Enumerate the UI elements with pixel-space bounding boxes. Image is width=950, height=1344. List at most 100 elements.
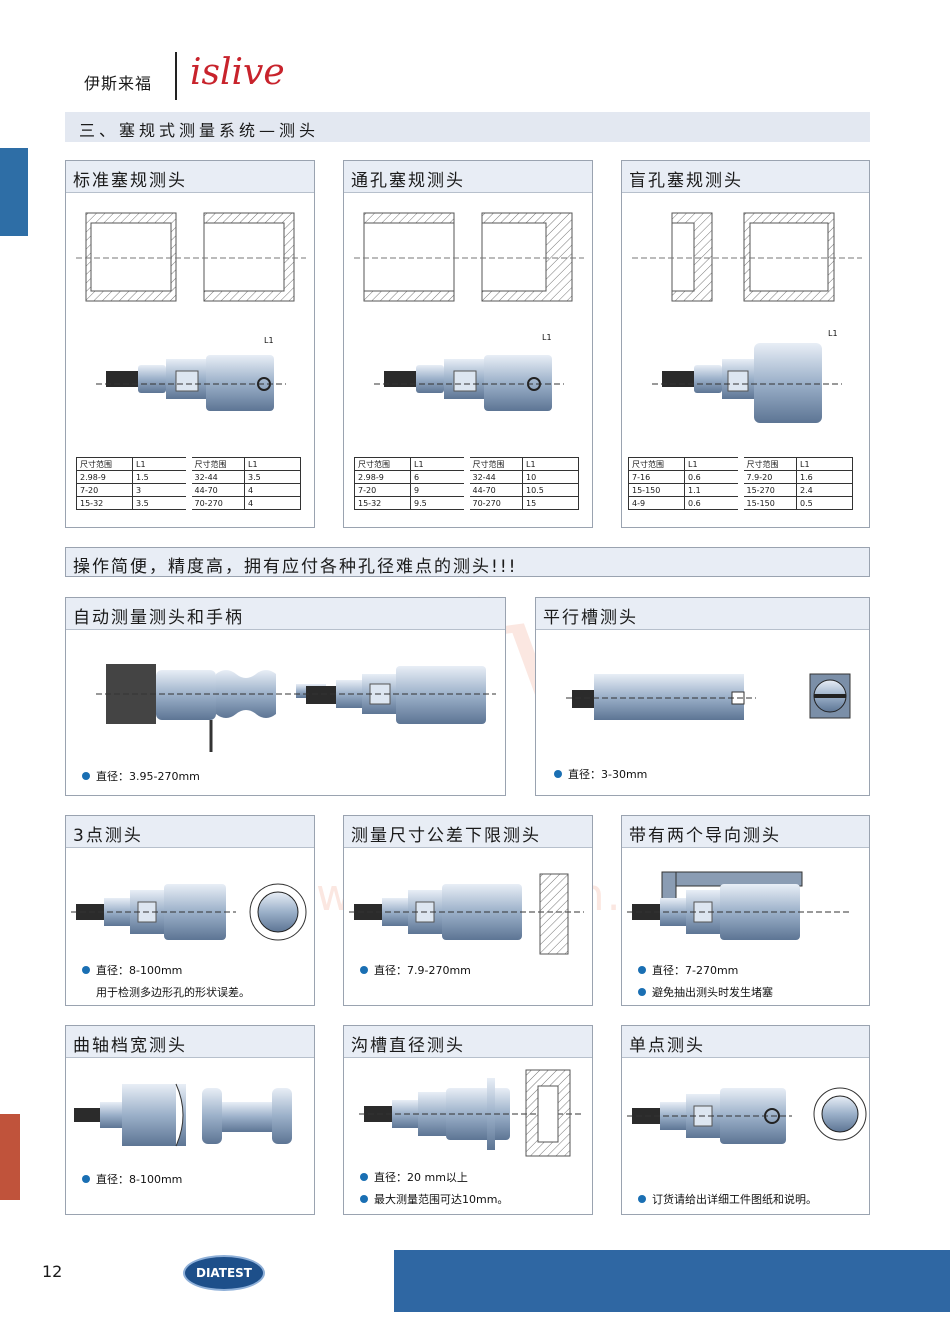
label-L1: L1 [264, 336, 274, 345]
panel-header: 曲轴档宽测头 [66, 1026, 314, 1058]
diameter-note: 直径：7-270mm [638, 962, 738, 978]
range-note: 最大测量范围可达10mm。 [360, 1191, 508, 1207]
panel-title: 测量尺寸公差下限测头 [351, 826, 541, 846]
slogan-bar: 操作简便，精度高，拥有应付各种孔径难点的测头!!! [65, 547, 870, 577]
table-cell: 2.4 [796, 483, 853, 497]
table-cell: 7-20 [354, 483, 411, 497]
note-text: 直径：7.9-270mm [374, 964, 471, 977]
diameter-note: 直径：20 mm以上 [360, 1169, 468, 1185]
panel-title: 平行槽测头 [543, 608, 638, 628]
panel-header: 单点测头 [622, 1026, 869, 1058]
bullet-icon [360, 966, 368, 974]
bullet-icon [554, 770, 562, 778]
through-diagram [354, 212, 584, 411]
note-text: 直径：3.95-270mm [96, 770, 200, 783]
table-cell: 6 [410, 470, 467, 484]
table-cell: 0.5 [796, 496, 853, 510]
table-cell: 0.6 [684, 470, 741, 484]
groove-diagram [359, 1069, 584, 1157]
three-point-diagram [71, 883, 307, 941]
bullet-icon [638, 1195, 646, 1203]
table-cell: L1 [684, 457, 741, 471]
table-cell: 尺寸范围 [185, 457, 245, 471]
panel-slot: 平行槽测头 直径：3-30mm [535, 597, 870, 796]
logo-text: DIATEST [196, 1266, 252, 1280]
table-cell: 9 [410, 483, 467, 497]
table-cell: 15-32 [354, 496, 411, 510]
table-cell: 44-70 [185, 483, 245, 497]
note-text: 直径：20 mm以上 [374, 1171, 468, 1184]
table-cell: 44-70 [463, 483, 523, 497]
table-cell: 15 [522, 496, 579, 510]
diameter-note: 直径：8-100mm [82, 1171, 182, 1187]
note-text: 直径：8-100mm [96, 1173, 183, 1186]
note-text: 最大测量范围可达10mm。 [374, 1193, 509, 1206]
panel-header: 带有两个导向测头 [622, 816, 869, 848]
single-diagram [627, 1087, 867, 1144]
table-cell: 10 [522, 470, 579, 484]
table-cell: 7.9-20 [737, 470, 797, 484]
table-cell: 尺寸范围 [76, 457, 133, 471]
panel-title: 标准塞规测头 [73, 171, 187, 191]
table-cell: 0.6 [684, 496, 741, 510]
auto-diagram [96, 664, 496, 752]
table-cell: 32-44 [463, 470, 523, 484]
side-tab-red [0, 1114, 20, 1200]
table-cell: 7-20 [76, 483, 133, 497]
panel-title: 沟槽直径测头 [351, 1036, 465, 1056]
page-number: 12 [42, 1262, 63, 1281]
panel-header: 3点测头 [66, 816, 314, 848]
section-title-bar: 三、塞规式测量系统—测头 [65, 112, 870, 142]
bullet-icon [82, 1175, 90, 1183]
note-text: 直径：8-100mm [96, 964, 183, 977]
panel-title: 单点测头 [629, 1036, 705, 1056]
table-cell: 4-9 [628, 496, 685, 510]
crank-diagram [74, 1083, 292, 1147]
table-cell: L1 [410, 457, 467, 471]
table-cell: 15-270 [737, 483, 797, 497]
footer-bar [394, 1250, 950, 1312]
panel-title: 自动测量测头和手柄 [73, 608, 244, 628]
table-cell: 3.5 [132, 496, 189, 510]
slot-diagram [566, 673, 851, 720]
standard-diagram [76, 212, 306, 411]
table-cell: 70-270 [185, 496, 245, 510]
table-cell: L1 [244, 457, 301, 471]
brand-chinese: 伊斯来福 [84, 74, 153, 93]
table-cell: 4 [244, 483, 301, 497]
bullet-icon [360, 1195, 368, 1203]
table-cell: L1 [522, 457, 579, 471]
panel-guided: 带有两个导向测头 直径：7-270mm 避免抽出测头时发生堵塞 [621, 815, 870, 1006]
bullet-icon [360, 1173, 368, 1181]
table-cell: 15-150 [628, 483, 685, 497]
diameter-note: 直径：7.9-270mm [360, 962, 471, 978]
slogan-text: 操作简便，精度高，拥有应付各种孔径难点的测头!!! [73, 557, 518, 577]
table-cell: L1 [796, 457, 853, 471]
table-cell: 3.5 [244, 470, 301, 484]
panel-header: 测量尺寸公差下限测头 [344, 816, 592, 848]
side-tab-blue [0, 148, 28, 236]
table-cell: L1 [132, 457, 189, 471]
note-text: 订货请给出详细工件图纸和说明。 [652, 1193, 817, 1206]
usage-note: 用于检测多边形孔的形状误差。 [96, 986, 250, 999]
table-cell: 2.98-9 [76, 470, 133, 484]
diatest-logo: DIATEST [183, 1255, 265, 1291]
panel-header: 标准塞规测头 [66, 161, 314, 193]
panel-lower-limit: 测量尺寸公差下限测头 直径：7.9-270mm [343, 815, 593, 1006]
label-L1: L1 [828, 329, 838, 338]
note-text: 避免抽出测头时发生堵塞 [652, 986, 773, 999]
blind-diagram [632, 212, 862, 423]
bullet-icon [638, 988, 646, 996]
